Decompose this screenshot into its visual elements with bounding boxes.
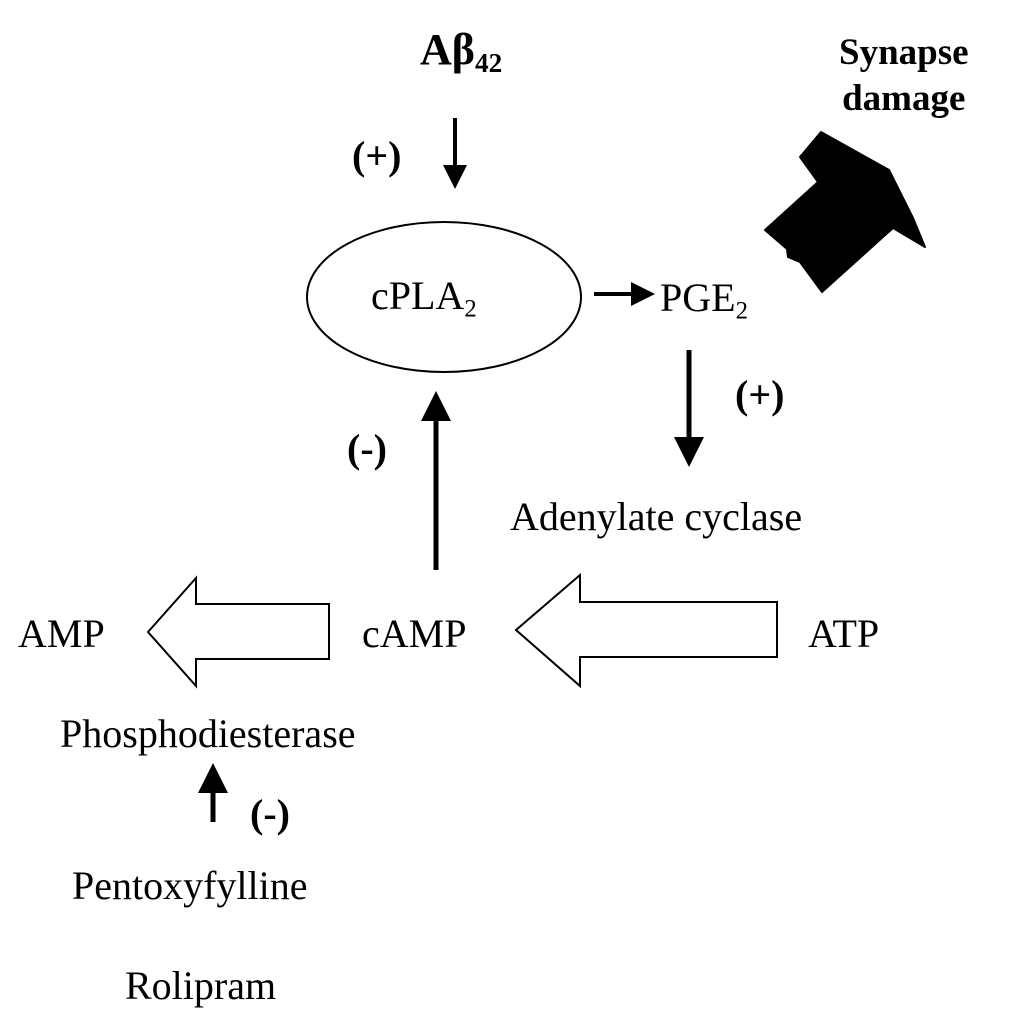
synapse-damage-block-arrow: [764, 131, 926, 293]
pentoxyfylline-label: Pentoxyfylline: [72, 863, 308, 908]
cpla2-main: cPLA: [371, 273, 465, 318]
pge2-subscript: 2: [735, 297, 748, 325]
cpla2-ellipse: [306, 221, 582, 373]
synapse-damage-label: Synapse damage: [839, 30, 969, 123]
camp-label: cAMP: [362, 611, 467, 656]
camp-sign-label: (-): [347, 426, 387, 471]
drugs-sign-label: (-): [250, 791, 290, 836]
rolipram-label: Rolipram: [125, 963, 277, 1008]
atp-label: ATP: [808, 611, 880, 656]
abeta42-subscript: 42: [474, 48, 503, 79]
atp-to-camp-block-arrow: [514, 572, 778, 689]
abeta42-main: Aβ: [420, 25, 475, 74]
cpla2-subscript: 2: [464, 295, 477, 323]
amp-label: AMP: [18, 611, 105, 656]
abeta42-label: Aβ42: [420, 28, 502, 77]
pge2-label: PGE2: [660, 278, 748, 324]
cpla2-label: cPLA2: [371, 276, 477, 322]
synapse-damage-line2: damage: [842, 78, 966, 120]
adenylate-cyclase-label: Adenylate cyclase: [510, 494, 803, 539]
synapse-damage-line1: Synapse: [839, 32, 969, 73]
abeta-sign-label: (+): [352, 133, 402, 178]
camp-to-amp-block-arrow: [146, 575, 330, 689]
pge2-main: PGE: [660, 275, 736, 320]
pge2-sign-label: (+): [735, 372, 785, 417]
phosphodiesterase-label: Phosphodiesterase: [60, 711, 356, 756]
